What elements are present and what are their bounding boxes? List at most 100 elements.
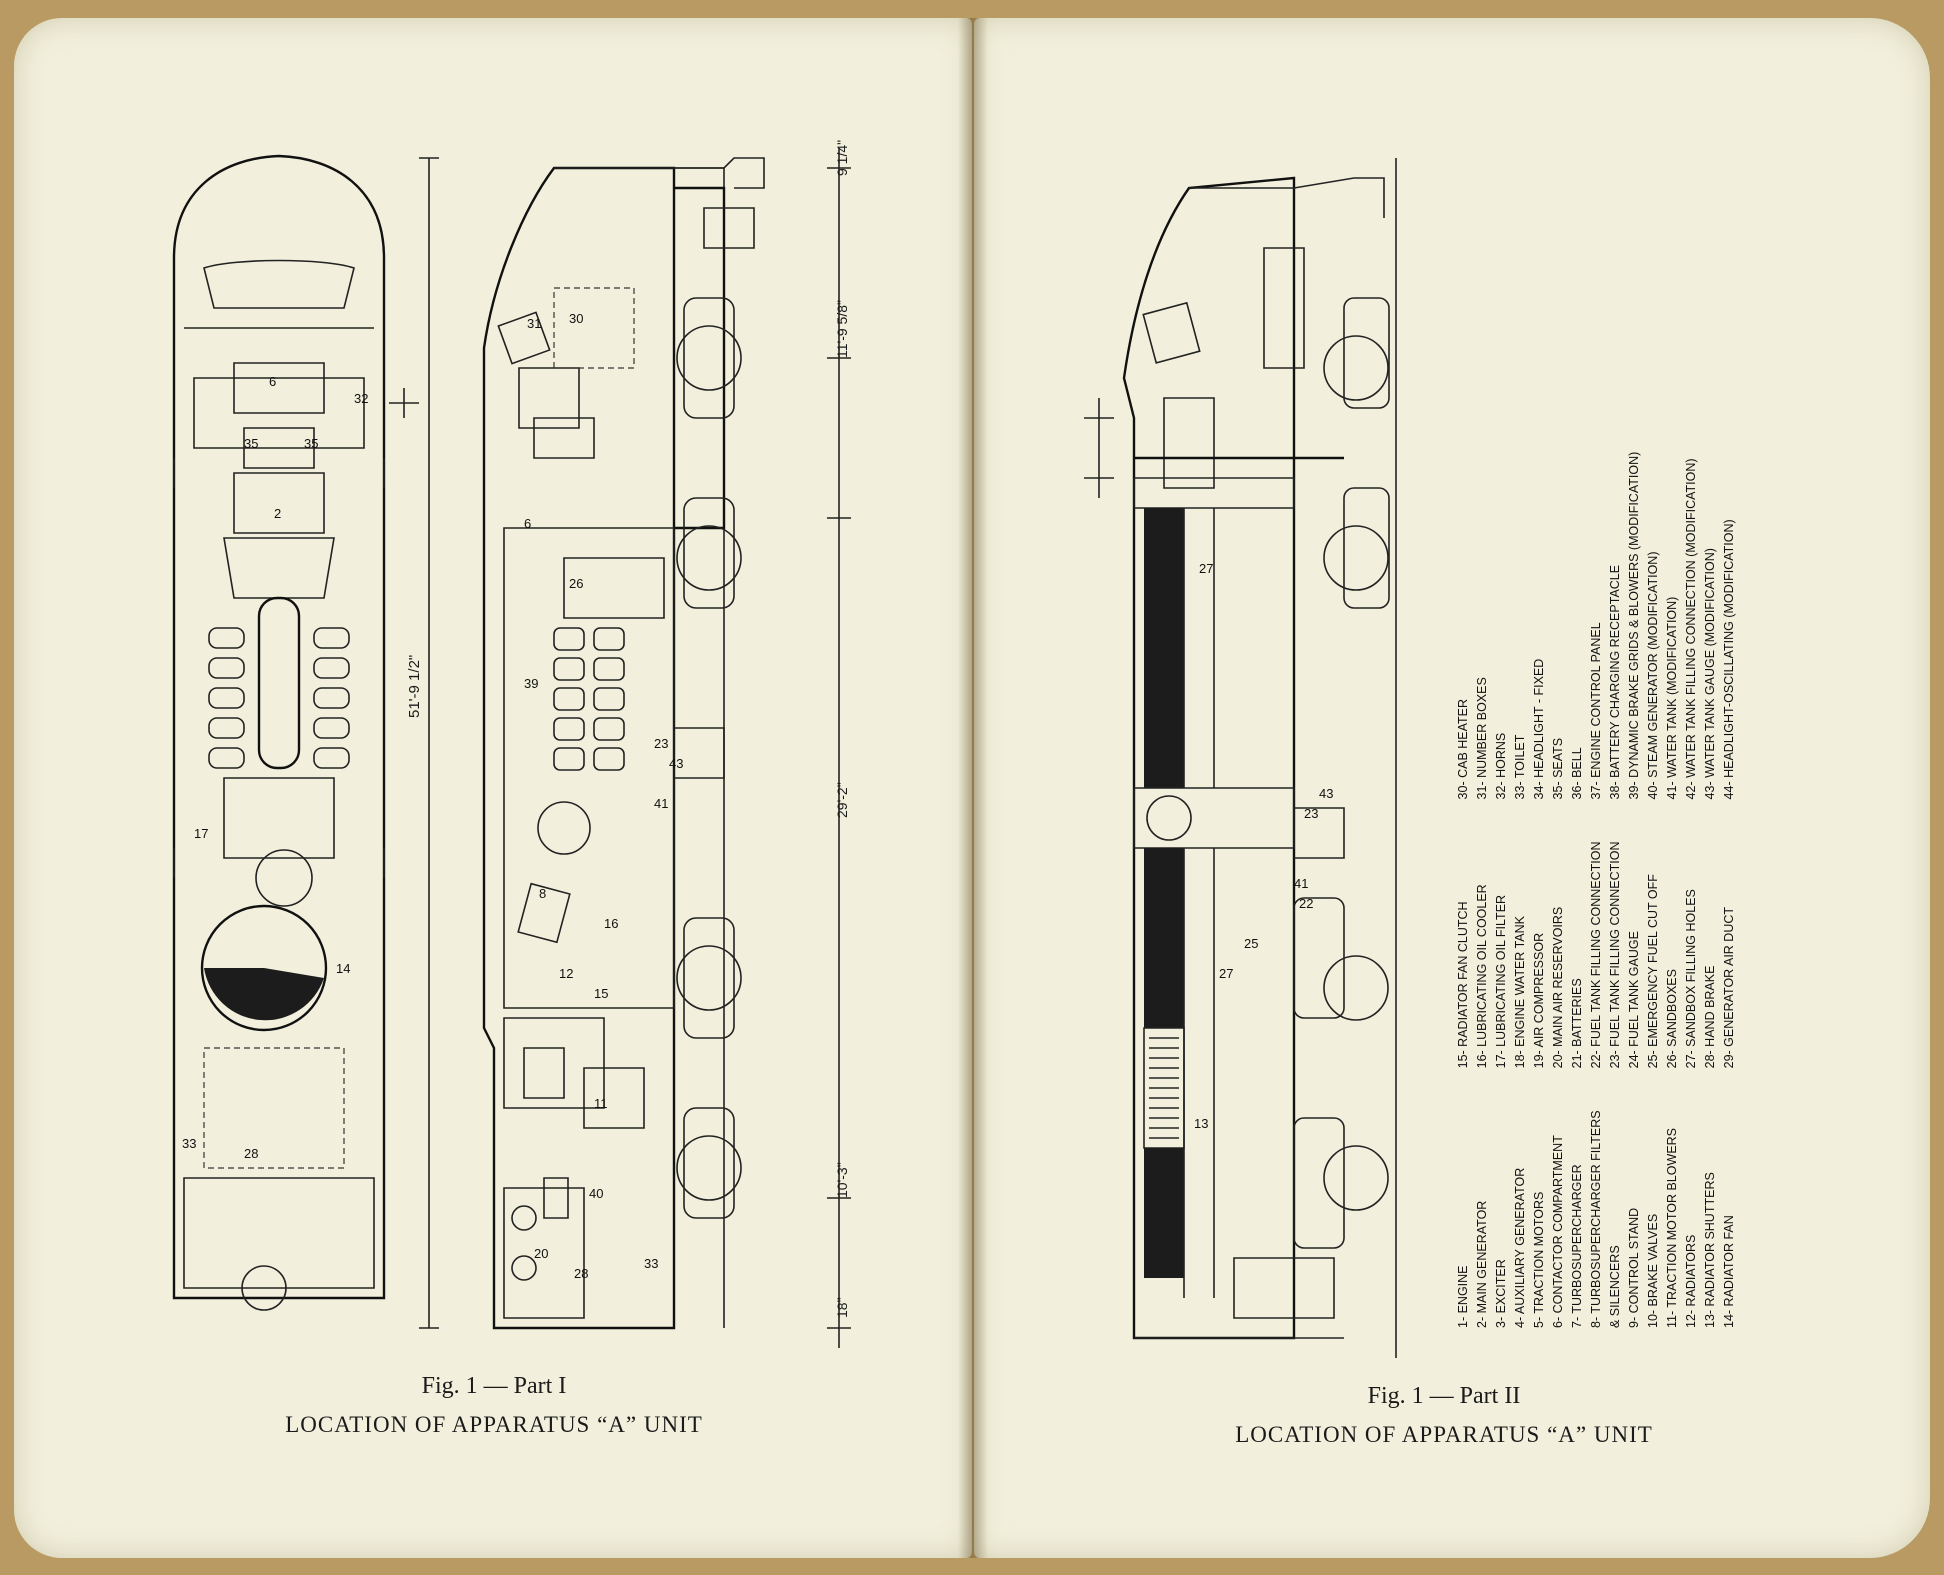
legend-item: 31- NUMBER BOXES: [1475, 677, 1489, 800]
legend-item: 10- BRAKE VALVES: [1646, 1213, 1660, 1328]
legend-item: 24- FUEL TANK GAUGE: [1627, 931, 1641, 1069]
legend-item: 22- FUEL TANK FILLING CONNECTION: [1589, 841, 1603, 1069]
side-view-drawing: 27 27 25 13 41 23 43 22: [1094, 158, 1394, 1358]
svg-text:33: 33: [644, 1256, 658, 1271]
svg-text:35: 35: [244, 436, 258, 451]
dim-29-2: 29'-2": [834, 782, 850, 818]
svg-text:35: 35: [304, 436, 318, 451]
svg-text:25: 25: [1244, 936, 1258, 951]
legend-item: 21- BATTERIES: [1570, 978, 1584, 1069]
apparatus-legend: 1- ENGINE 2- MAIN GENERATOR 3- EXCITER 4…: [1454, 452, 1739, 1328]
legend-item: 25- EMERGENCY FUEL CUT OFF: [1646, 874, 1660, 1069]
legend-item: & SILENCERS: [1608, 1245, 1622, 1328]
right-caption: Fig. 1 — Part II LOCATION OF APPARATUS “…: [1114, 1383, 1774, 1448]
svg-text:28: 28: [574, 1266, 588, 1281]
svg-text:31: 31: [527, 316, 541, 331]
svg-text:41: 41: [654, 796, 668, 811]
svg-text:27: 27: [1219, 966, 1233, 981]
legend-item: 36- BELL: [1570, 747, 1584, 800]
svg-text:15: 15: [594, 986, 608, 1001]
svg-text:41: 41: [1294, 876, 1308, 891]
legend-item: 26- SANDBOXES: [1665, 969, 1679, 1069]
legend-item: 3- EXCITER: [1494, 1259, 1508, 1328]
legend-item: 40- STEAM GENERATOR (MODIFICATION): [1646, 551, 1660, 800]
legend-item: 39- DYNAMIC BRAKE GRIDS & BLOWERS (MODIF…: [1627, 451, 1641, 800]
legend-item: 35- SEATS: [1551, 737, 1565, 800]
legend-column-2: 15- RADIATOR FAN CLUTCH 16- LUBRICATING …: [1454, 841, 1739, 1068]
legend-item: 16- LUBRICATING OIL COOLER: [1475, 884, 1489, 1069]
svg-text:30: 30: [569, 311, 583, 326]
svg-text:16: 16: [604, 916, 618, 931]
figure-label: Fig. 1 — Part II: [1367, 1383, 1521, 1409]
svg-text:43: 43: [1319, 786, 1333, 801]
legend-item: 17- LUBRICATING OIL FILTER: [1494, 894, 1508, 1069]
svg-text:39: 39: [524, 676, 538, 691]
legend-item: 32- HORNS: [1494, 732, 1508, 800]
legend-baseline: [1394, 158, 1398, 1358]
svg-text:26: 26: [569, 576, 583, 591]
legend-item: 4- AUXILIARY GENERATOR: [1513, 1167, 1527, 1328]
figure-title: LOCATION OF APPARATUS “A” UNIT: [1235, 1422, 1653, 1447]
right-page: 27 27 25 13 41 23 43 22 1- ENGINE 2- MAI…: [974, 18, 1930, 1558]
legend-item: 11- TRACTION MOTOR BLOWERS: [1665, 1127, 1679, 1328]
legend-item: 9- CONTROL STAND: [1627, 1207, 1641, 1328]
left-caption: Fig. 1 — Part I LOCATION OF APPARATUS “A…: [174, 1373, 814, 1438]
legend-item: 20- MAIN AIR RESERVOIRS: [1551, 906, 1565, 1069]
legend-item: 30- CAB HEATER: [1456, 698, 1470, 800]
legend-item: 14- RADIATOR FAN: [1722, 1215, 1736, 1328]
legend-item: 27- SANDBOX FILLING HOLES: [1684, 889, 1698, 1069]
svg-text:11: 11: [594, 1096, 608, 1111]
svg-text:22: 22: [1299, 896, 1313, 911]
dim-11-9: 11'-9 5/8": [834, 300, 850, 358]
dim-9-quarter: 9 1/4": [834, 139, 850, 176]
side-elevation-drawing: 31 30 6 39 26 8 12 15 16 11 40 20 28 33 …: [354, 148, 794, 1338]
svg-text:27: 27: [1199, 561, 1213, 576]
book-gutter: [958, 18, 988, 1558]
legend-item: 44- HEADLIGHT-OSCILLATING (MODIFICATION): [1722, 519, 1736, 800]
svg-text:20: 20: [534, 1246, 548, 1261]
legend-item: 23- FUEL TANK FILLING CONNECTION: [1608, 841, 1622, 1069]
svg-text:14: 14: [336, 961, 350, 976]
legend-item: 18- ENGINE WATER TANK: [1513, 916, 1527, 1069]
svg-text:6: 6: [269, 374, 276, 389]
overall-length-label: 51'-9 1/2": [406, 654, 423, 718]
overall-length-dimension: [409, 158, 449, 1328]
legend-item: 13- RADIATOR SHUTTERS: [1703, 1172, 1717, 1328]
svg-text:33: 33: [182, 1136, 196, 1151]
legend-item: 43- WATER TANK GAUGE (MODIFICATION): [1703, 548, 1717, 800]
svg-text:28: 28: [244, 1146, 258, 1161]
svg-text:8: 8: [539, 886, 546, 901]
legend-column-1: 1- ENGINE 2- MAIN GENERATOR 3- EXCITER 4…: [1454, 1110, 1739, 1328]
svg-text:40: 40: [589, 1186, 603, 1201]
dim-10-3: 10'-3": [834, 1162, 850, 1198]
svg-text:2: 2: [274, 506, 281, 521]
legend-item: 37- ENGINE CONTROL PANEL: [1589, 622, 1603, 800]
svg-text:43: 43: [669, 756, 683, 771]
figure-label: Fig. 1 — Part I: [421, 1373, 567, 1399]
legend-item: 34- HEADLIGHT - FIXED: [1532, 658, 1546, 800]
legend-item: 41- WATER TANK (MODIFICATION): [1665, 596, 1679, 800]
legend-item: 28- HAND BRAKE: [1703, 965, 1717, 1069]
elevation-dimensions: [819, 148, 859, 1348]
svg-text:32: 32: [354, 391, 368, 406]
legend-item: 5- TRACTION MOTORS: [1532, 1191, 1546, 1328]
legend-item: 7- TURBOSUPERCHARGER: [1570, 1164, 1584, 1328]
legend-item: 29- GENERATOR AIR DUCT: [1722, 906, 1736, 1069]
left-page: 6 2 35 35 14 17 33 28 51'-9 1/2": [14, 18, 972, 1558]
legend-item: 19- AIR COMPRESSOR: [1532, 932, 1546, 1069]
legend-item: 15- RADIATOR FAN CLUTCH: [1456, 901, 1470, 1069]
legend-column-3: 30- CAB HEATER 31- NUMBER BOXES 32- HORN…: [1454, 452, 1739, 800]
svg-text:23: 23: [1304, 806, 1318, 821]
legend-item: 33- TOILET: [1513, 734, 1527, 800]
svg-text:12: 12: [559, 966, 573, 981]
svg-text:17: 17: [194, 826, 208, 841]
figure-title: LOCATION OF APPARATUS “A” UNIT: [285, 1412, 703, 1437]
legend-item: 2- MAIN GENERATOR: [1475, 1200, 1489, 1328]
legend-item: 6- CONTACTOR COMPARTMENT: [1551, 1135, 1565, 1328]
plan-view-drawing: 6 2 35 35 14 17 33 28: [164, 148, 394, 1328]
dim-18-in: 18": [834, 1297, 850, 1318]
svg-text:13: 13: [1194, 1116, 1208, 1131]
legend-item: 38- BATTERY CHARGING RECEPTACLE: [1608, 564, 1622, 800]
legend-item: 8- TURBOSUPERCHARGER FILTERS: [1589, 1110, 1603, 1328]
